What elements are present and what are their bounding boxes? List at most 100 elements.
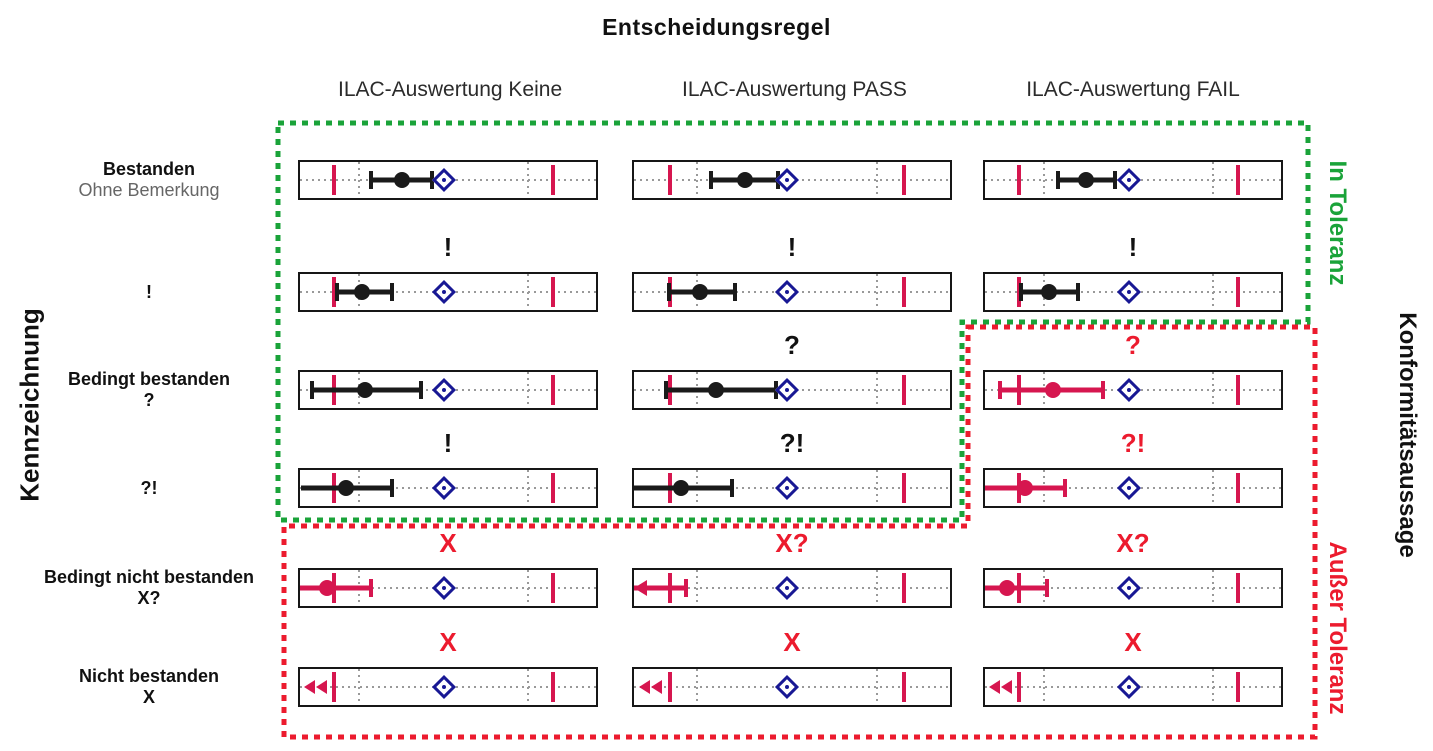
cell-graph [632,160,952,200]
offscale-arrow-icon [304,680,316,694]
conformity-symbol: X [783,627,801,657]
cell-graph [298,468,598,508]
conformity-symbol: X [439,528,457,558]
measured-value-dot [318,580,335,596]
measured-value-dot [736,172,753,188]
cell-graph [632,568,952,608]
uncertainty-bar-right-cap [419,381,424,399]
uncertainty-bar-left-cap [309,381,314,399]
cell-graph [983,568,1283,608]
nominal-diamond-center [441,486,446,490]
uncertainty-bar-right-cap [389,283,394,301]
tolerance-limit-line [902,375,907,405]
guard-line [526,372,529,408]
nominal-diamond-center [441,586,446,590]
tolerance-limit-line [1236,375,1241,405]
uncertainty-bar-right-cap [1113,171,1118,189]
nominal-diamond-center [1126,290,1131,294]
nominal-diamond-center [785,290,790,294]
guard-line [526,162,529,198]
uncertainty-bar-right-cap [1062,479,1067,497]
tolerance-limit-line [902,573,907,603]
conformity-symbol: X? [1116,528,1150,558]
tolerance-limit-line [551,375,556,405]
tolerance-limit-line [668,672,673,702]
tolerance-limit-line [551,473,556,503]
measured-value-dot [354,284,371,300]
conformity-symbol: ?! [1120,428,1146,458]
row-label-main: ! [146,281,152,302]
tolerance-limit-line [902,277,907,307]
column-header-pass: ILAC-Auswertung PASS [682,78,907,101]
uncertainty-bar-left-cap [335,283,339,301]
cell-graph [632,667,952,707]
guard-line [876,669,879,705]
row-label-sub: X [142,687,155,707]
nominal-diamond-center [785,178,790,182]
guard-line [876,470,879,506]
cell-graph [632,370,952,410]
tolerance-limit-line [551,277,556,307]
nominal-diamond-center [1126,388,1131,392]
diagram-title: Entscheidungsregel [602,14,831,40]
tolerance-limit-line [1236,277,1241,307]
tolerance-limit-line [1236,473,1241,503]
cell-graph [298,667,598,707]
uncertainty-bar-right-cap [733,283,738,301]
uncertainty-bar-left-cap [1055,171,1060,189]
uncertainty-bar-left-cap [369,171,374,189]
column-header-keine: ILAC-Auswertung Keine [338,78,563,101]
uncertainty-bar-left-cap [1018,283,1023,301]
tolerance-limit-line [551,672,556,702]
row-label: ?! [10,465,288,511]
guard-line [526,570,529,606]
guard-line [876,274,879,310]
guard-line [1043,669,1046,705]
nominal-diamond-center [441,685,446,689]
measured-value-dot [357,382,374,398]
tolerance-limit-line [668,165,673,195]
row-label-sub: X? [137,588,161,608]
row-label-main: Bestanden [102,159,196,179]
uncertainty-bar-right-cap [684,579,689,597]
tolerance-limit-line [332,672,337,702]
guard-line [876,162,879,198]
uncertainty-bar-right-cap [1076,283,1081,301]
guard-line [1211,570,1214,606]
guard-line [1211,470,1214,506]
nominal-diamond-center [441,290,446,294]
tolerance-limit-line [1236,672,1241,702]
conformity-symbol: ? [1125,330,1141,360]
cell-graph [632,272,952,312]
row-label-sub: ? [143,390,155,410]
cell-graph [983,370,1283,410]
conformity-symbol: ?! [779,428,805,458]
measured-value-dot [1016,480,1033,496]
zone-label-out-of-tolerance: Außer Toleranz [1324,541,1351,715]
guard-line [696,669,699,705]
guard-line [1211,162,1214,198]
row-label-main: Nicht bestanden [78,666,220,686]
guard-line [876,372,879,408]
measured-value-dot [1077,172,1094,188]
nominal-diamond-center [785,486,790,490]
measured-value-dot [673,480,690,496]
conformity-symbol: ? [784,330,800,360]
guard-line [1211,372,1214,408]
guard-line [358,669,361,705]
offscale-arrow-icon [638,680,650,694]
uncertainty-bar-right-cap [369,579,374,597]
tolerance-limit-line [551,573,556,603]
nominal-diamond-center [1126,586,1131,590]
cell-graph [632,468,952,508]
measured-value-dot [1040,284,1057,300]
uncertainty-bar-right-cap [389,479,394,497]
tolerance-limit-line [332,277,337,307]
cell-graph [983,667,1283,707]
cell-graph [298,568,598,608]
nominal-diamond-center [1126,486,1131,490]
measured-value-dot [337,480,354,496]
conformity-symbol: X? [775,528,809,558]
